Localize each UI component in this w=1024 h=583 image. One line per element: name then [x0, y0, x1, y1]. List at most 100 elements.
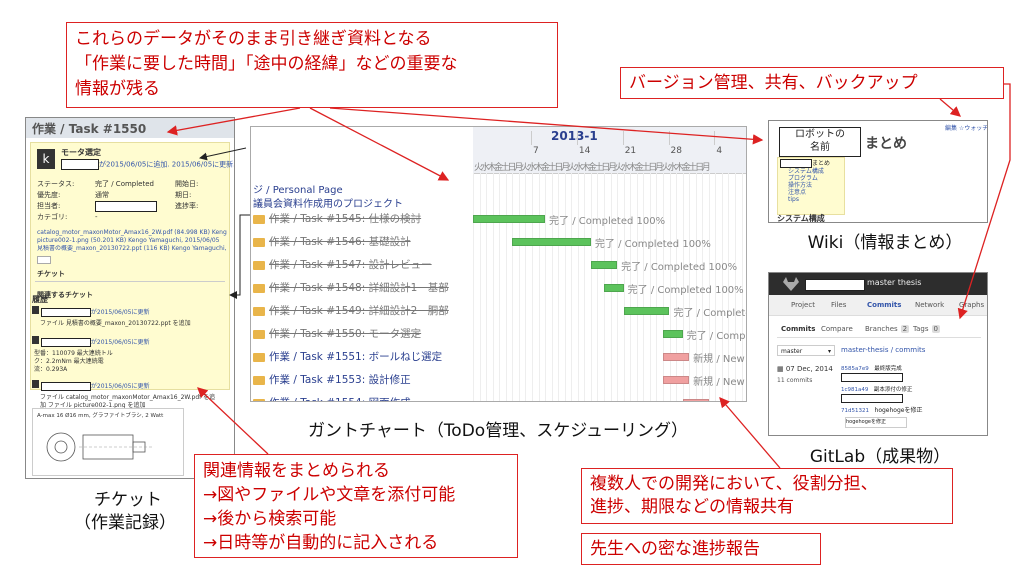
gantt-task-label[interactable]: 作業 / Task #1548: 詳細設計1 基部 — [269, 282, 449, 294]
gantt-task-label[interactable]: 作業 / Task #1553: 設計修正 — [269, 374, 411, 386]
gantt-bar-status: 完了 / Completed 100% — [549, 216, 666, 227]
ticket-files: catalog_motor_maxonMotor_Amax16_2W.pdf (… — [37, 229, 227, 253]
gantt-day-line — [479, 173, 481, 401]
gantt-day-line — [728, 173, 730, 401]
gantt-day-line — [558, 173, 560, 401]
gitlab-nav-item[interactable]: Commits — [867, 301, 902, 309]
gantt-task-row[interactable]: 作業 / Task #1551: ボールねじ選定 — [253, 347, 442, 367]
gantt-week: 4 — [716, 146, 723, 156]
gantt-task-row[interactable]: 作業 / Task #1554: 図面作成 — [253, 393, 411, 401]
gantt-task-row[interactable]: 作業 / Task #1548: 詳細設計1 基部 — [253, 278, 449, 298]
gantt-task-label[interactable]: 作業 / Task #1547: 設計レビュー — [269, 259, 432, 271]
ticket-panel: 作業 / Task #1550 k モータ選定 が2015/06/05に追加. … — [25, 117, 235, 479]
branch-select[interactable]: master▾ — [777, 345, 835, 356]
avatar: k — [37, 149, 55, 169]
callout-version-control: バージョン管理、共有、バックアップ — [620, 67, 1004, 99]
history-title: 履歴 — [32, 295, 48, 304]
gantt-day-line — [708, 173, 710, 401]
gantt-week: 28 — [670, 146, 682, 156]
gantt-bar-status: 新規 / New 0% — [693, 377, 746, 388]
commit-row: 8585a7e9 最終版完成 — [841, 366, 902, 372]
callout-handover: これらのデータがそのまま引き継ぎ資料となる「作業に要した時間」「途中の経緯」など… — [66, 22, 558, 108]
folder-icon — [253, 398, 265, 401]
gitlab-tab[interactable]: Commits — [781, 325, 816, 333]
file-link[interactable]: picture002-1.png (50.201 KB) Kengo Yamag… — [37, 237, 220, 244]
gantt-header-month: 2013-1 — [473, 127, 746, 146]
avatar — [32, 336, 39, 344]
gantt-caption: ガントチャート（ToDo管理、スケジューリング） — [307, 421, 689, 441]
gantt-day-line — [656, 173, 658, 401]
folder-icon — [253, 260, 265, 270]
wiki-actions[interactable]: 編集 ☆ウォッチ — [945, 125, 988, 132]
gantt-bar-status: 新規 / New 0% — [693, 354, 746, 365]
gantt-task-row[interactable]: 作業 / Task #1553: 設計修正 — [253, 370, 411, 390]
gantt-header-days: 火水木金土日月火水木金土日月火水木金土日月火水木金土日月火水木金土日月 — [473, 159, 746, 174]
ticket-caption-sub: （作業記録） — [74, 513, 176, 533]
gantt-task-label[interactable]: 作業 / Task #1545: 仕様の検討 — [269, 213, 422, 225]
gantt-task-row[interactable]: 作業 / Task #1545: 仕様の検討 — [253, 209, 421, 229]
gantt-day-line — [577, 173, 579, 401]
gantt-day-line — [571, 173, 573, 401]
gantt-bar[interactable] — [662, 353, 690, 361]
folder-icon — [253, 237, 265, 247]
gantt-task-label[interactable]: 作業 / Task #1546: 基礎設計 — [269, 236, 411, 248]
gitlab-nav-item[interactable]: Project — [791, 301, 815, 309]
gantt-bar[interactable] — [623, 307, 670, 315]
gantt-task-row[interactable]: 作業 / Task #1550: モータ選定 — [253, 324, 421, 344]
gantt-task-label[interactable]: 作業 / Task #1550: モータ選定 — [269, 328, 422, 340]
commit-row: 71d51321 hogehogeを修正 — [841, 407, 923, 414]
gantt-task-row[interactable]: 作業 / Task #1546: 基礎設計 — [253, 232, 411, 252]
tab-count-badge: 2 — [900, 325, 910, 333]
gitlab-nav-item[interactable]: Graphs — [959, 301, 985, 309]
gantt-day-line — [492, 173, 494, 401]
gitlab-logo-icon — [783, 277, 799, 291]
file-link[interactable]: 見積書の概要_maxon_20130722.ppt (116 KB) Kengo… — [37, 245, 227, 252]
file-link[interactable]: catalog_motor_maxonMotor_Amax16_2W.pdf (… — [37, 229, 227, 236]
gantt-day-line — [486, 173, 488, 401]
gantt-day-line — [518, 173, 520, 401]
gantt-day-line — [499, 173, 501, 401]
gantt-day-line — [741, 173, 743, 401]
gitlab-tab[interactable]: Compare — [821, 325, 853, 333]
ticket-title: 作業 / Task #1550 — [32, 122, 147, 136]
gantt-week: 21 — [624, 146, 637, 156]
gitlab-nav-item[interactable]: Network — [915, 301, 945, 309]
gantt-day-line — [649, 173, 651, 401]
gantt-day-line — [721, 173, 723, 401]
gantt-day-line — [473, 173, 474, 401]
wiki-name-box: ロボットの名前 — [779, 127, 861, 157]
gantt-week: 7 — [533, 146, 539, 156]
gantt-bar[interactable] — [682, 399, 709, 401]
gantt-bar-status: 完了 / Completed 100% — [673, 308, 747, 319]
callout-progress-report: 先生への密な進捗報告 — [581, 533, 821, 565]
folder-icon — [253, 352, 265, 362]
gantt-task-label[interactable]: 作業 / Task #1551: ボールねじ選定 — [269, 351, 443, 363]
gantt-bar[interactable] — [662, 330, 683, 338]
ticket-section-label: チケット — [37, 270, 65, 278]
gantt-bar[interactable] — [604, 284, 624, 292]
gantt-bar-status: 完了 / Completed 100% — [627, 285, 744, 296]
gantt-bar[interactable] — [662, 376, 690, 384]
gantt-bar[interactable] — [473, 215, 546, 223]
gantt-task-label[interactable]: 作業 / Task #1554: 図面作成 — [269, 397, 411, 401]
gitlab-nav-item[interactable]: Files — [831, 301, 847, 309]
folder-icon — [253, 375, 265, 385]
gantt-day-line — [682, 173, 684, 401]
gantt-bar[interactable] — [512, 238, 591, 246]
gantt-day-line — [584, 173, 586, 401]
gitlab-path[interactable]: master-thesis / commits — [841, 346, 926, 354]
gantt-task-label[interactable]: 作業 / Task #1549: 詳細設計2 胴部 — [269, 305, 449, 317]
gantt-grid — [473, 173, 746, 401]
gantt-day-line — [551, 173, 553, 401]
gantt-task-row[interactable]: 作業 / Task #1549: 詳細設計2 胴部 — [253, 301, 449, 321]
gantt-bar[interactable] — [590, 261, 618, 269]
avatar — [32, 380, 39, 388]
gantt-task-row[interactable]: 作業 / Task #1547: 設計レビュー — [253, 255, 432, 275]
gantt-day-line — [715, 173, 717, 401]
gantt-day-line — [676, 173, 678, 401]
